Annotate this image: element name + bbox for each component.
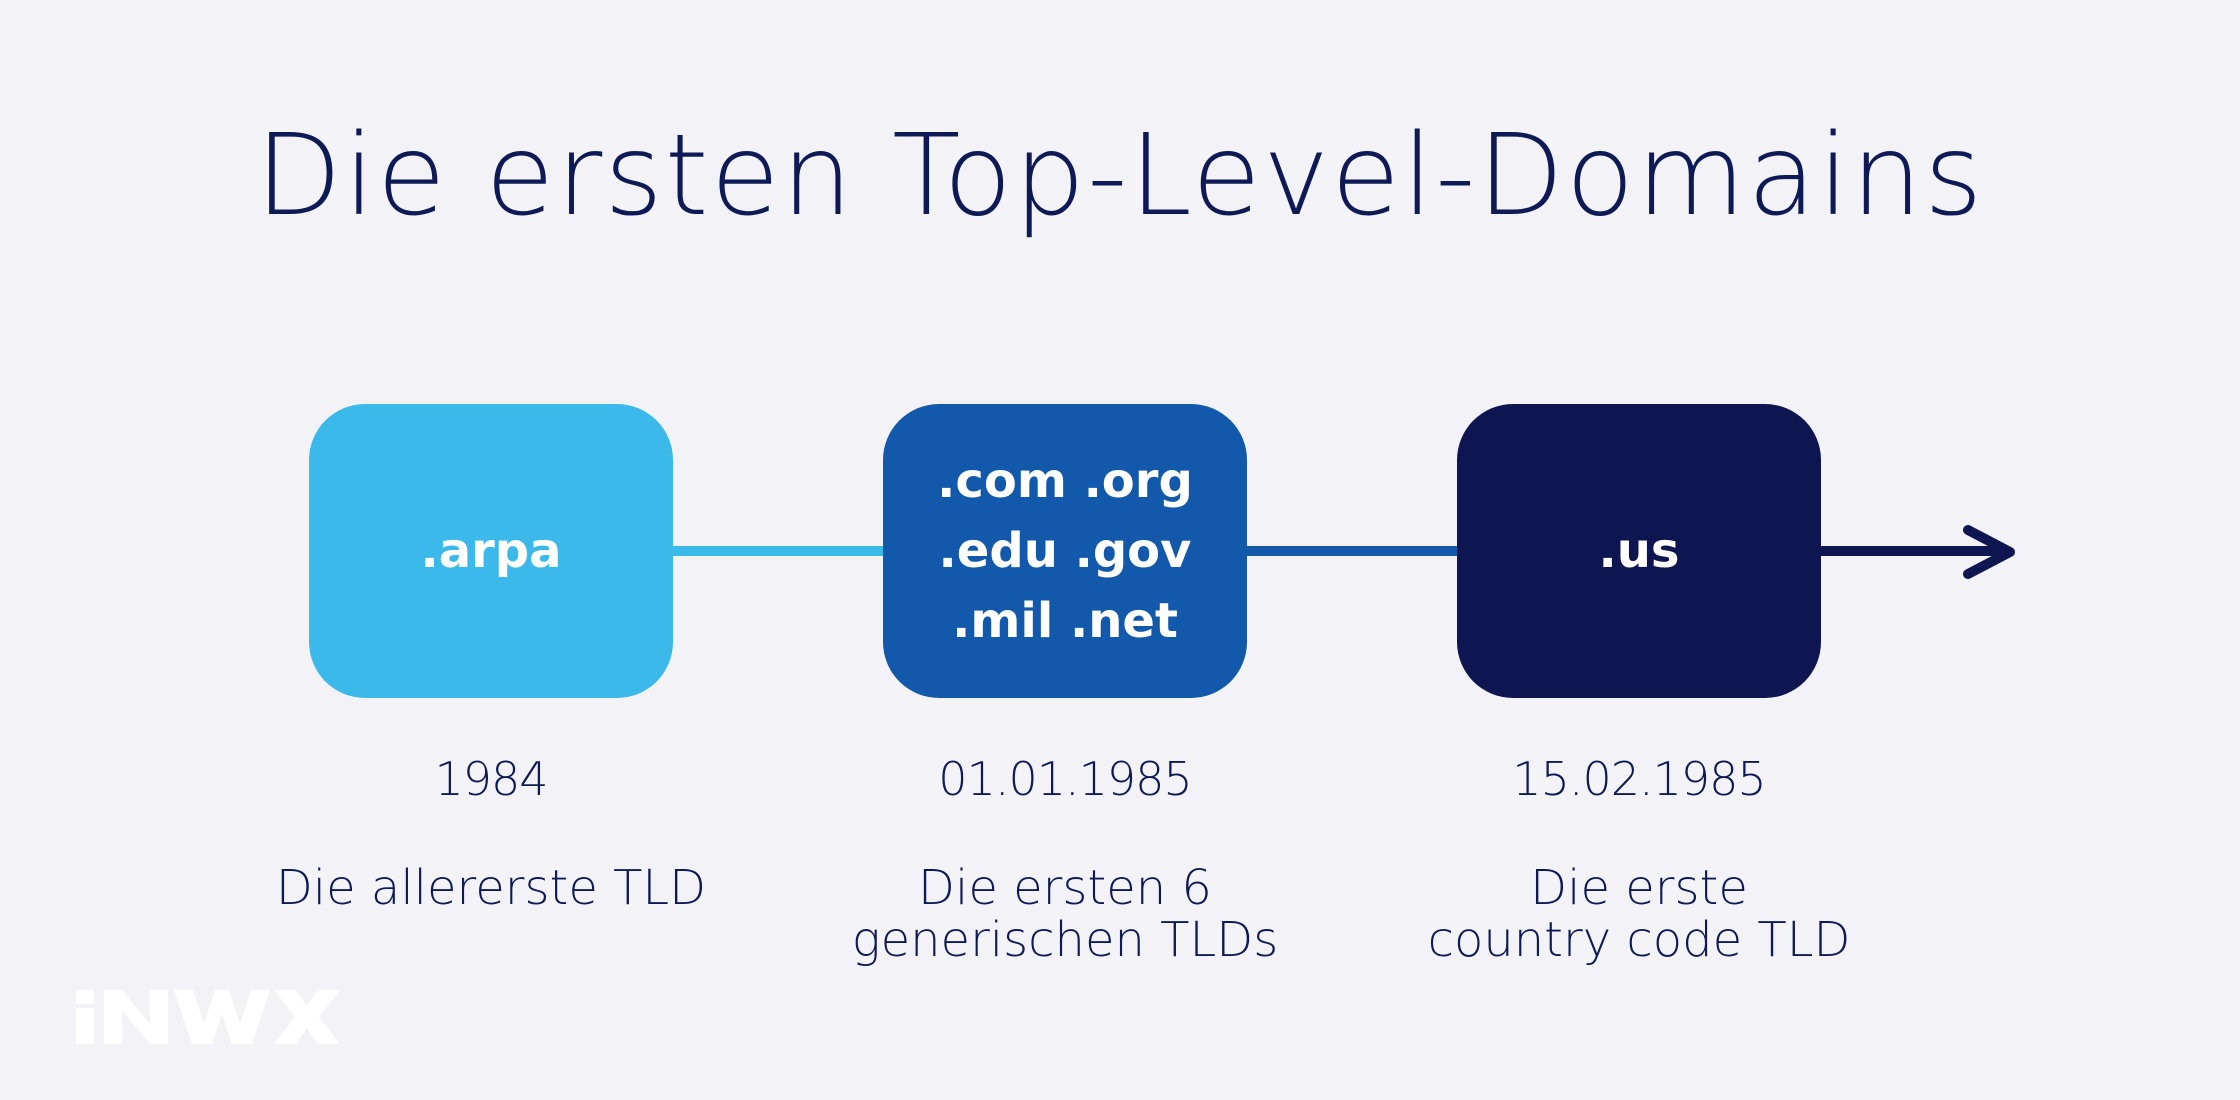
inwx-logo [74,990,340,1044]
arrow-right-icon [1960,524,2020,580]
timeline-connector-3 [1818,546,2008,556]
timeline-date: 1984 [434,752,548,806]
description-line: Die erste [1530,860,1748,916]
timeline-connector-2 [1244,546,1458,556]
tld-box-line: .com .org [937,453,1193,509]
timeline-date: 01.01.1985 [938,752,1192,806]
tld-box-line: .edu .gov [938,523,1192,579]
timeline-description: Die ersten 6 generischen TLDs [765,862,1365,966]
tld-box-us: .us [1457,404,1821,698]
timeline-connector-1 [670,546,884,556]
timeline-date: 15.02.1985 [1512,752,1766,806]
timeline-description: Die allererste TLD [191,862,791,914]
description-line: Die allererste TLD [275,860,707,916]
tld-box-line: .mil .net [952,593,1178,649]
description-line: Die ersten 6 [918,860,1212,916]
description-line: generischen TLDs [851,912,1279,968]
timeline-description: Die erste country code TLD [1339,862,1939,966]
tld-box-line: .arpa [420,523,562,579]
page-title: Die ersten Top-Level-Domains [255,111,1985,241]
tld-box-line: .us [1598,523,1680,579]
tld-box-generic: .com .org .edu .gov .mil .net [883,404,1247,698]
tld-box-arpa: .arpa [309,404,673,698]
description-line: country code TLD [1427,912,1851,968]
